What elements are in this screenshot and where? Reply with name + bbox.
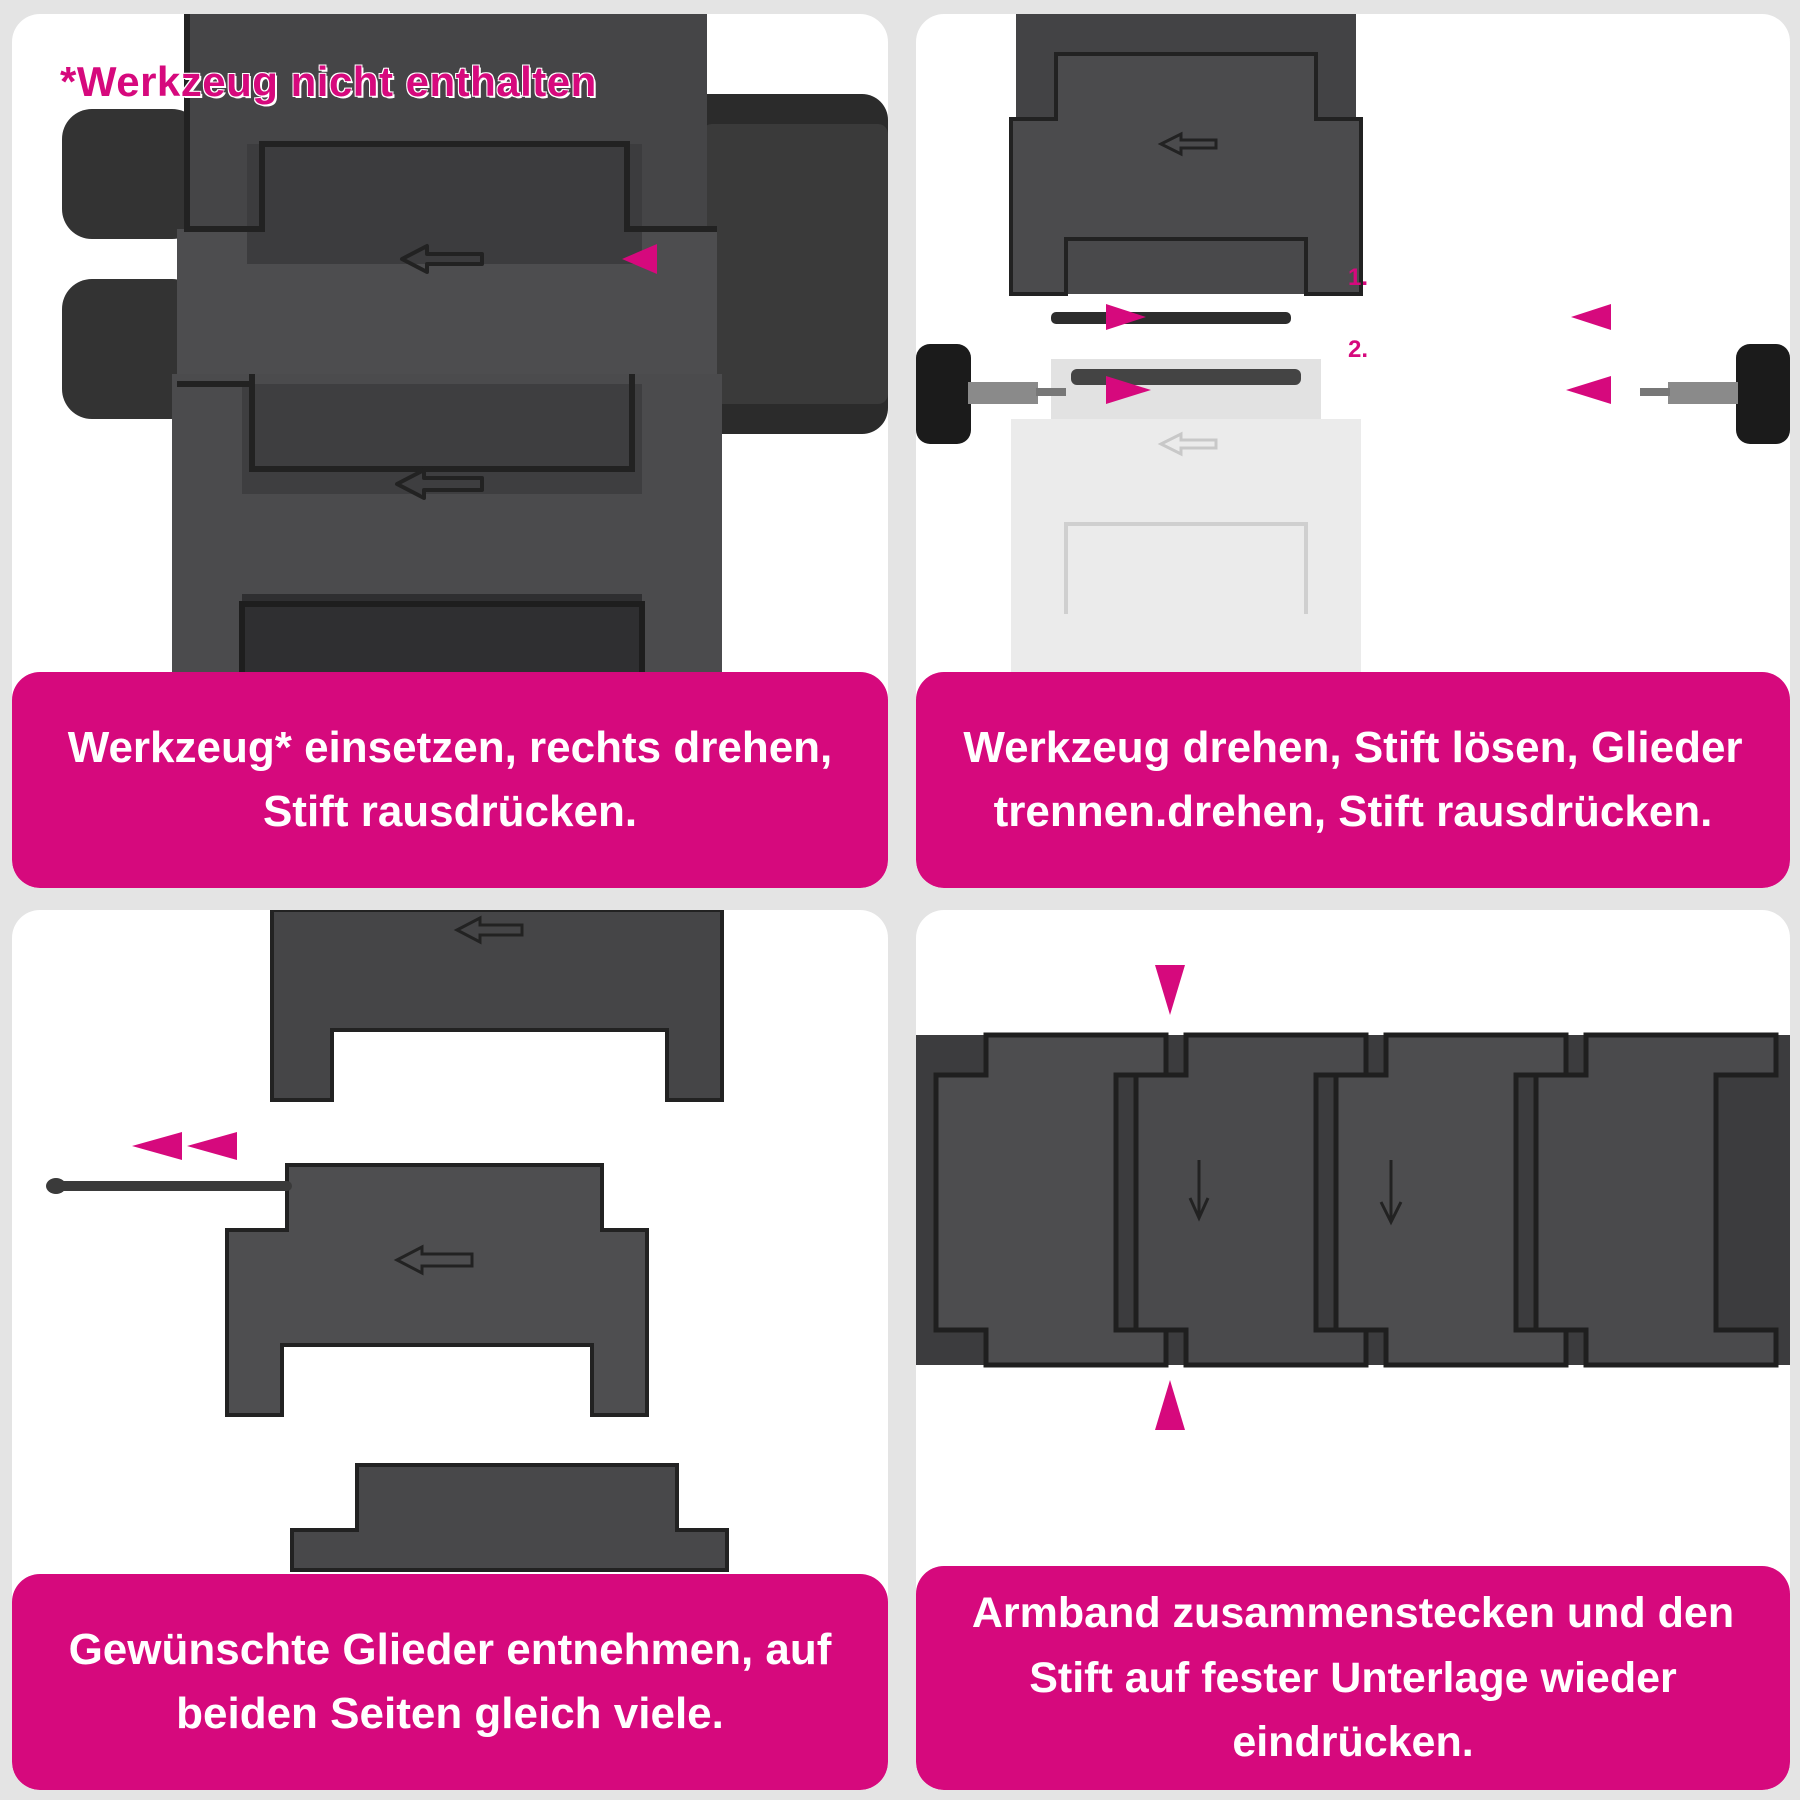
triangle-pointer-icon	[187, 1132, 237, 1160]
triangle-pointer-icon	[132, 1132, 182, 1160]
step-3-caption-text: Gewünschte Glieder entnehmen, auf beiden…	[68, 1625, 832, 1738]
step-label-2: 2.	[1348, 336, 1369, 363]
step-3-caption: Gewünschte Glieder entnehmen, auf beiden…	[12, 1574, 888, 1790]
ghost-watch-band-link	[1011, 359, 1361, 699]
arrow-left-icon	[393, 1244, 474, 1276]
step-2-caption: Werkzeug drehen, Stift lösen, Glieder tr…	[916, 672, 1790, 888]
step-1-caption-text: Werkzeug* einsetzen, rechts drehen, Stif…	[67, 723, 833, 836]
triangle-pointer-icon	[1106, 376, 1151, 404]
pin-icon	[1051, 312, 1291, 324]
assembled-watch-band	[916, 1032, 1790, 1368]
step-2-caption-text: Werkzeug drehen, Stift lösen, Glieder tr…	[963, 723, 1743, 836]
step-4-caption: Armband zusammenstecken und den Stift au…	[916, 1566, 1790, 1790]
watch-band-link-top	[270, 910, 724, 1102]
step-4-illustration	[916, 910, 1790, 1790]
step-2-illustration	[916, 14, 1790, 888]
watch-band-links	[172, 14, 722, 694]
tool-icon	[1640, 344, 1790, 444]
arrow-left-icon	[453, 915, 524, 945]
step-3-panel: Gewünschte Glieder entnehmen, auf beiden…	[12, 910, 888, 1790]
step-4-panel: Armband zusammenstecken und den Stift au…	[916, 910, 1790, 1790]
step-2-panel: 1. 2. Werkzeug drehen, Stift lösen, Glie…	[916, 14, 1790, 888]
triangle-pointer-icon	[1566, 376, 1611, 404]
tool-icon	[916, 344, 1066, 444]
arrow-left-icon	[400, 244, 484, 274]
tool-not-included-note: *Werkzeug nicht enthalten	[60, 58, 597, 105]
pin-icon	[46, 1178, 292, 1194]
triangle-pointer-icon	[1106, 304, 1146, 330]
watch-band-link-top	[1009, 14, 1363, 296]
step-4-caption-text: Armband zusammenstecken und den Stift au…	[971, 1589, 1735, 1767]
triangle-pointer-icon	[1155, 1380, 1185, 1430]
arrow-down-icon	[1188, 1160, 1210, 1222]
triangle-pointer-icon	[1571, 304, 1611, 330]
arrow-left-icon	[395, 468, 484, 500]
tool-icon	[62, 94, 888, 434]
watch-band-link-bottom	[290, 1463, 729, 1572]
step-1-caption: Werkzeug* einsetzen, rechts drehen, Stif…	[12, 672, 888, 888]
arrow-down-icon	[1379, 1160, 1403, 1226]
watch-band-link-middle	[225, 1163, 649, 1417]
step-3-illustration	[12, 910, 888, 1790]
step-label-1: 1.	[1348, 264, 1369, 291]
triangle-pointer-icon	[622, 244, 657, 274]
arrow-left-icon	[1157, 131, 1218, 157]
arrow-left-icon	[1157, 431, 1218, 457]
step-1-panel: *Werkzeug nicht enthalten Werkzeug* eins…	[12, 14, 888, 888]
triangle-pointer-icon	[1155, 965, 1185, 1015]
